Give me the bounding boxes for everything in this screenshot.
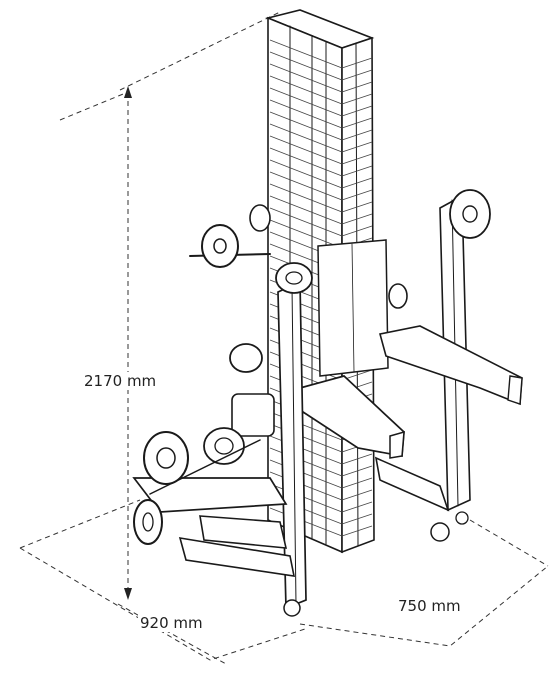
width-dimension-label: 750 mm <box>396 597 463 615</box>
upper-handwheel <box>189 204 271 268</box>
base-outline-dashed <box>19 499 549 665</box>
left-front-leg <box>275 262 313 617</box>
height-dimension-line <box>59 11 281 600</box>
carriage <box>317 239 389 377</box>
depth-dimension-label: 920 mm <box>138 614 205 632</box>
right-outrigger <box>374 189 523 542</box>
winch-assembly <box>203 283 408 465</box>
height-dimension-label: 2170 mm <box>82 372 159 390</box>
base-chassis <box>132 431 296 577</box>
